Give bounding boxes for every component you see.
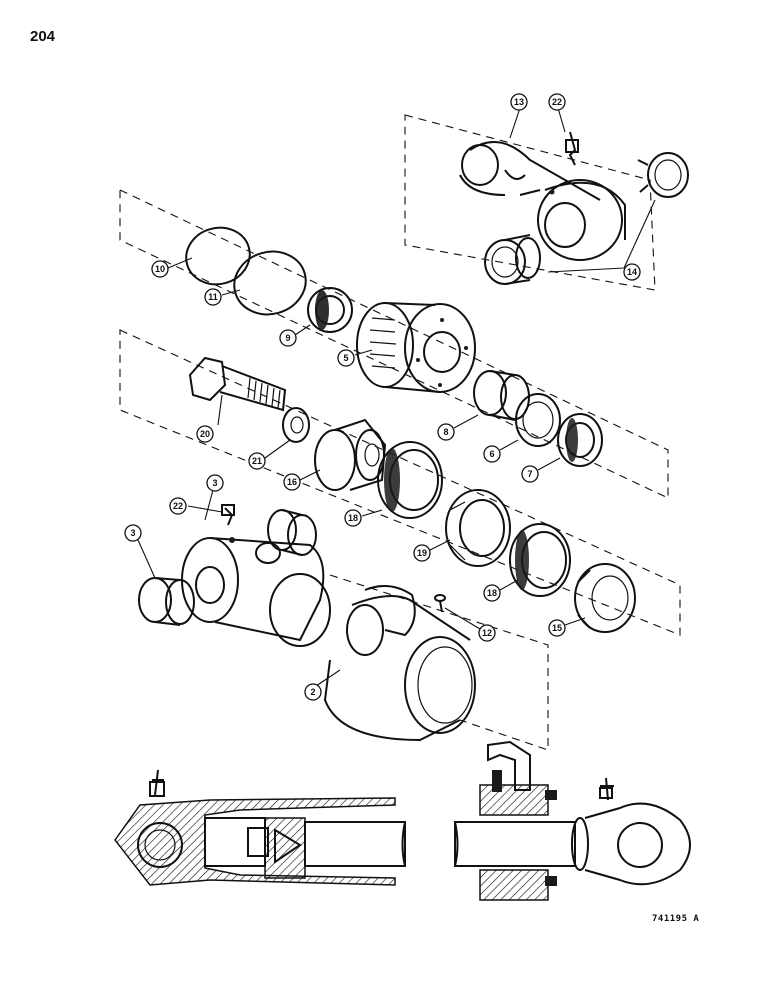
cylinder-cross-section-rod-end [454,740,691,901]
callout-10: 10 [151,260,169,278]
ring-part-10 [185,226,251,286]
bushing-part-8 [473,370,530,421]
svg-text:21: 21 [252,456,262,466]
callout-3-lower: 3 [124,524,142,542]
page-number: 204 [30,28,56,45]
cylinder-cross-section-base-end [114,769,406,886]
bushing-part-14-left [484,234,541,285]
svg-text:18: 18 [348,513,358,523]
wiper-seal-part-7 [557,413,603,467]
svg-text:2: 2 [310,687,315,697]
callout-22-top: 22 [548,93,566,111]
callout-12: 12 [478,624,496,642]
callout-18-lower: 18 [483,584,501,602]
svg-text:5: 5 [343,353,348,363]
svg-text:10: 10 [155,264,165,274]
callout-16: 16 [283,473,301,491]
svg-text:18: 18 [487,588,497,598]
svg-text:11: 11 [208,292,218,302]
kit-group-outline-rod-end [404,114,656,291]
callout-leaders [137,107,656,689]
washer-part-21 [282,407,310,443]
callout-11: 11 [204,288,222,306]
callout-15: 15 [548,619,566,637]
callout-18-upper: 18 [344,509,362,527]
callout-21: 21 [248,452,266,470]
svg-text:13: 13 [514,97,524,107]
callout-5: 5 [337,349,355,367]
callout-14: 14 [623,263,641,281]
barrel-base-eye [181,537,331,647]
callout-19: 19 [413,544,431,562]
screw-part-12 [434,594,446,613]
svg-text:19: 19 [417,548,427,558]
grease-fitting-part-22-lower [221,504,235,526]
kit-group-outline-piston [119,329,681,636]
ring-part-6 [515,393,561,447]
callout-22-lower: 22 [169,497,187,515]
svg-text:3: 3 [130,528,135,538]
barrel-tube-part-2 [323,585,476,742]
rod-eye-end [519,179,626,261]
grease-fitting-part-22-top [565,131,579,166]
svg-text:6: 6 [489,449,494,459]
svg-text:9: 9 [285,333,290,343]
svg-text:14: 14 [627,267,637,277]
ring-part-11 [233,250,307,316]
svg-text:7: 7 [527,469,532,479]
svg-text:20: 20 [200,429,210,439]
piston-seal-part-18-lower [509,523,571,597]
bolt-part-20 [188,356,287,412]
svg-text:16: 16 [287,477,297,487]
callout-8: 8 [437,423,455,441]
kit-group-outline-seal-kit [119,189,669,499]
callout-20: 20 [196,425,214,443]
callout-3-upper: 3 [206,474,224,492]
svg-text:22: 22 [552,97,562,107]
pin-part-13 [459,141,601,201]
callout-7: 7 [521,465,539,483]
svg-text:12: 12 [482,628,492,638]
kit-group-outline-barrel [329,574,549,751]
callout-2: 2 [304,683,322,701]
svg-text:15: 15 [552,623,562,633]
svg-text:22: 22 [173,501,183,511]
bushing-part-3-right [267,509,317,556]
figure-code: 741195 A [652,914,700,924]
piston-seal-part-18-upper [377,441,443,519]
cylinder-head-part-5 [356,302,476,393]
svg-text:3: 3 [212,478,217,488]
callout-9: 9 [279,329,297,347]
seal-part-9 [307,287,353,333]
ring-part-19 [445,489,511,567]
bushing-part-14-right [637,152,689,198]
svg-text:8: 8 [443,427,448,437]
piston-part-16 [314,418,387,491]
gland-part-15 [574,563,636,633]
callout-6: 6 [483,445,501,463]
callout-13: 13 [510,93,528,111]
